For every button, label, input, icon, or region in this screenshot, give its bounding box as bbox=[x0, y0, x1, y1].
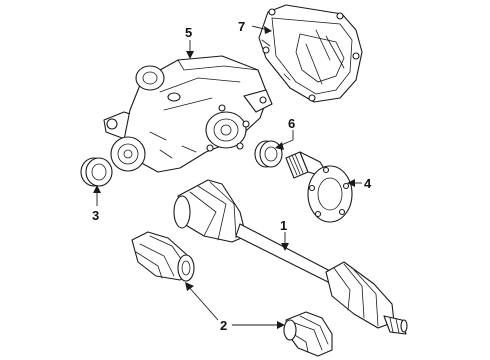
leader-lines bbox=[93, 25, 362, 329]
callout-7: 7 bbox=[238, 19, 245, 34]
output-flange bbox=[285, 151, 353, 223]
callout-3: 3 bbox=[92, 208, 99, 223]
callout-2: 2 bbox=[220, 318, 227, 333]
drive-shaft bbox=[173, 179, 408, 335]
callout-1: 1 bbox=[280, 218, 287, 233]
callout-5: 5 bbox=[185, 25, 192, 40]
inner-boot-kit bbox=[131, 231, 195, 282]
left-axle-seal bbox=[80, 157, 113, 187]
outer-boot-kit bbox=[283, 311, 333, 357]
differential-cover bbox=[258, 4, 363, 103]
differential-housing bbox=[103, 55, 273, 173]
callout-6: 6 bbox=[288, 116, 295, 131]
right-axle-seal bbox=[254, 140, 283, 168]
callout-4: 4 bbox=[364, 176, 372, 191]
